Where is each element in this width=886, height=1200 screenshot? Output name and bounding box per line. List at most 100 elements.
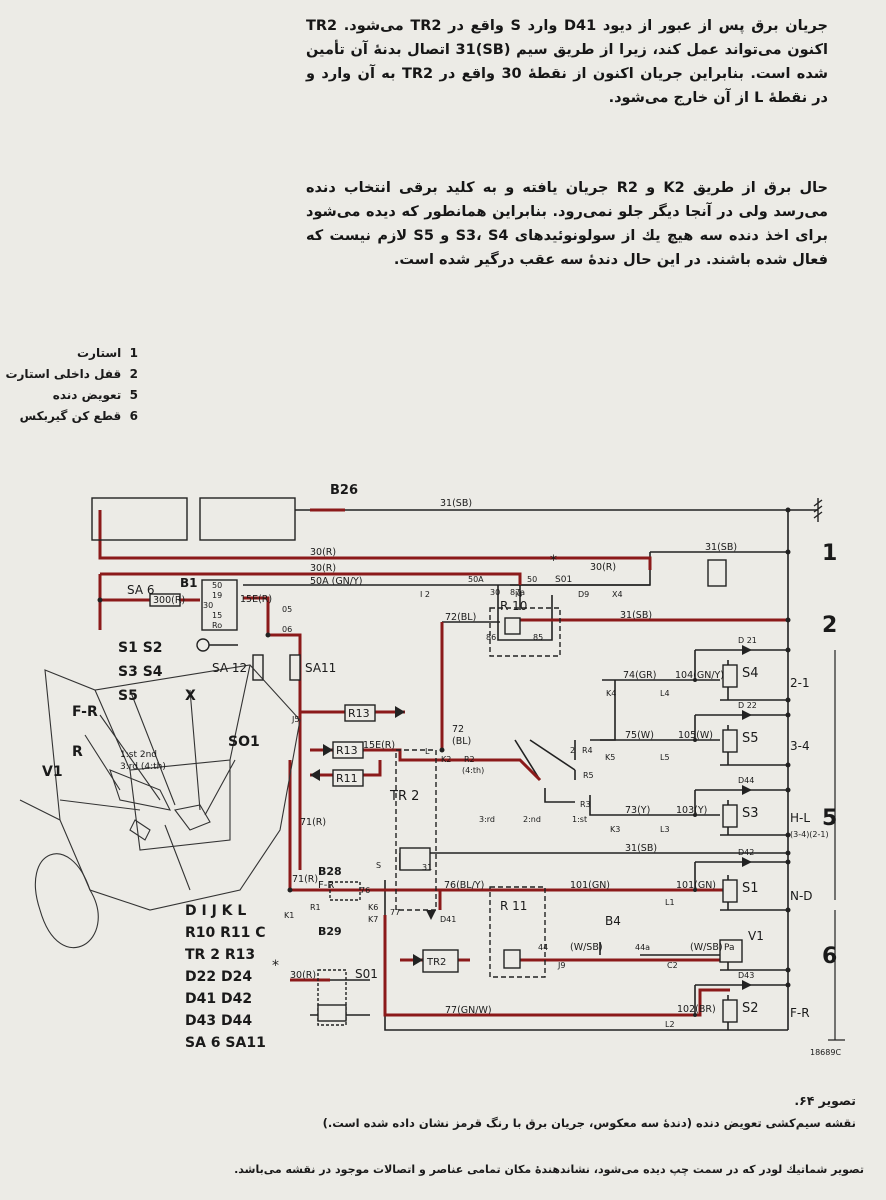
- svg-text:D43: D43: [738, 971, 754, 980]
- svg-text:L2: L2: [665, 1020, 675, 1029]
- svg-text:50A (GN/Y): 50A (GN/Y): [310, 576, 363, 587]
- svg-text:K5: K5: [605, 753, 615, 762]
- label-s5: S5: [742, 731, 759, 746]
- label-fr: F-R: [318, 880, 334, 891]
- diode-d21: [742, 645, 752, 655]
- svg-text:71(R): 71(R): [300, 817, 326, 828]
- svg-text:R: R: [72, 744, 83, 760]
- svg-text:15E(R): 15E(R): [363, 740, 395, 751]
- svg-text:D44: D44: [738, 776, 754, 785]
- svg-text:(4:th): (4:th): [462, 766, 484, 775]
- label-so1: S01: [355, 967, 378, 981]
- svg-text:105(W): 105(W): [678, 730, 713, 741]
- svg-text:D43 D44: D43 D44: [185, 1013, 252, 1029]
- svg-text:1:st 2nd: 1:st 2nd: [120, 750, 157, 760]
- svg-text:L1: L1: [665, 898, 675, 907]
- arrow-icon: [413, 954, 423, 966]
- label-sa11: SA11: [305, 661, 336, 675]
- svg-text:S: S: [376, 861, 381, 870]
- key-icon: [196, 638, 210, 652]
- wire-s5: [600, 714, 788, 741]
- components: [91, 497, 823, 1026]
- wiring-diagram: 1 2 5 6 B26 B1 SA 6 SA 12 SA11 R 10 R 11…: [19, 483, 845, 1057]
- live-77: [383, 915, 730, 1017]
- relay-r11: [489, 886, 546, 978]
- label-v1: V1: [748, 929, 764, 943]
- svg-text:30(R): 30(R): [310, 563, 336, 574]
- diode-d22: [742, 710, 752, 720]
- svg-text:H-L: H-L: [790, 811, 810, 825]
- svg-text:104(GN/Y): 104(GN/Y): [675, 670, 724, 681]
- svg-text:D41: D41: [440, 915, 456, 924]
- svg-text:19: 19: [212, 591, 222, 600]
- svg-text:06: 06: [282, 625, 292, 634]
- label-r10: R 10: [500, 599, 527, 613]
- relay-r10: [489, 607, 561, 657]
- svg-text:D42: D42: [738, 848, 754, 857]
- arrow-icon: [323, 744, 333, 756]
- svg-text:F-R: F-R: [72, 704, 98, 720]
- svg-text:I4: I4: [515, 590, 522, 599]
- svg-text:72: 72: [452, 724, 464, 735]
- svg-text:D22 D24: D22 D24: [185, 969, 252, 985]
- svg-text:30(R): 30(R): [290, 970, 316, 981]
- label-r13-top: R13: [348, 707, 370, 720]
- svg-text:76: 76: [360, 886, 370, 895]
- svg-text:31(SB): 31(SB): [620, 610, 652, 621]
- connector-x4: [707, 559, 727, 587]
- svg-text:C2: C2: [667, 961, 678, 970]
- solenoid-s4: [722, 664, 738, 688]
- label-s3: S3: [742, 806, 759, 821]
- svg-text:30(R): 30(R): [310, 547, 336, 558]
- label-b1: B1: [180, 576, 198, 590]
- svg-text:F-R: F-R: [790, 1006, 810, 1020]
- svg-text:D 22: D 22: [738, 701, 757, 710]
- arrow-icon: [310, 769, 320, 781]
- svg-text:L: L: [425, 747, 430, 756]
- svg-text:SA 6 SA11: SA 6 SA11: [185, 1035, 266, 1051]
- svg-text:44: 44: [538, 943, 548, 952]
- battery-1: [91, 497, 188, 541]
- star-mark: *: [550, 553, 557, 569]
- tr2-box: [395, 749, 437, 911]
- caption-description: نقشه سیم‌کشی تعویض دنده (دندهٔ سه معکوس،…: [322, 1116, 856, 1130]
- svg-text:76(BL/Y): 76(BL/Y): [444, 880, 484, 891]
- diode-d43: [742, 980, 752, 990]
- svg-text:N-D: N-D: [790, 889, 813, 903]
- svg-text:103(Y): 103(Y): [676, 805, 707, 816]
- label-r11: R 11: [500, 899, 527, 913]
- legend-item: 2 قفل داخلی استارت: [5, 367, 138, 381]
- label-b4: B4: [605, 914, 621, 928]
- legend-item: 1 استارت: [76, 346, 138, 360]
- svg-text:86: 86: [486, 633, 496, 642]
- svg-text:73(Y): 73(Y): [625, 805, 650, 816]
- svg-text:300(R): 300(R): [153, 595, 185, 606]
- caption-title: تصویر ۶۴.: [794, 1093, 856, 1108]
- svg-text:L3: L3: [660, 825, 670, 834]
- svg-text:K2: K2: [441, 755, 451, 764]
- loader-sketch: [19, 664, 301, 949]
- svg-text:2:nd: 2:nd: [523, 815, 541, 824]
- svg-text:30: 30: [203, 601, 213, 610]
- svg-text:V1: V1: [42, 764, 63, 780]
- section-number-5: 5: [822, 806, 837, 831]
- svg-text:77: 77: [390, 908, 400, 917]
- svg-text:K1: K1: [284, 911, 294, 920]
- legend: 1 استارت 2 قفل داخلی استارت 5 تعویض دنده…: [5, 343, 138, 427]
- section-number-6: 6: [822, 944, 837, 969]
- relay-r13-top: [344, 704, 376, 722]
- solenoid-s3: [722, 804, 738, 828]
- svg-text:85: 85: [533, 633, 543, 642]
- svg-text:31(SB): 31(SB): [625, 843, 657, 854]
- svg-text:R5: R5: [583, 771, 594, 780]
- svg-text:44a: 44a: [635, 943, 650, 952]
- svg-text:K6: K6: [368, 903, 378, 912]
- svg-text:30(R): 30(R): [590, 562, 616, 573]
- reference-number: 18689C: [810, 1048, 841, 1057]
- svg-text:K4: K4: [606, 689, 616, 698]
- svg-text:31: 31: [422, 863, 432, 872]
- junctions: [97, 507, 791, 1017]
- svg-text:(W/SB): (W/SB): [570, 942, 603, 953]
- svg-text:15E(R): 15E(R): [240, 594, 272, 605]
- live-k2r2: [420, 758, 542, 782]
